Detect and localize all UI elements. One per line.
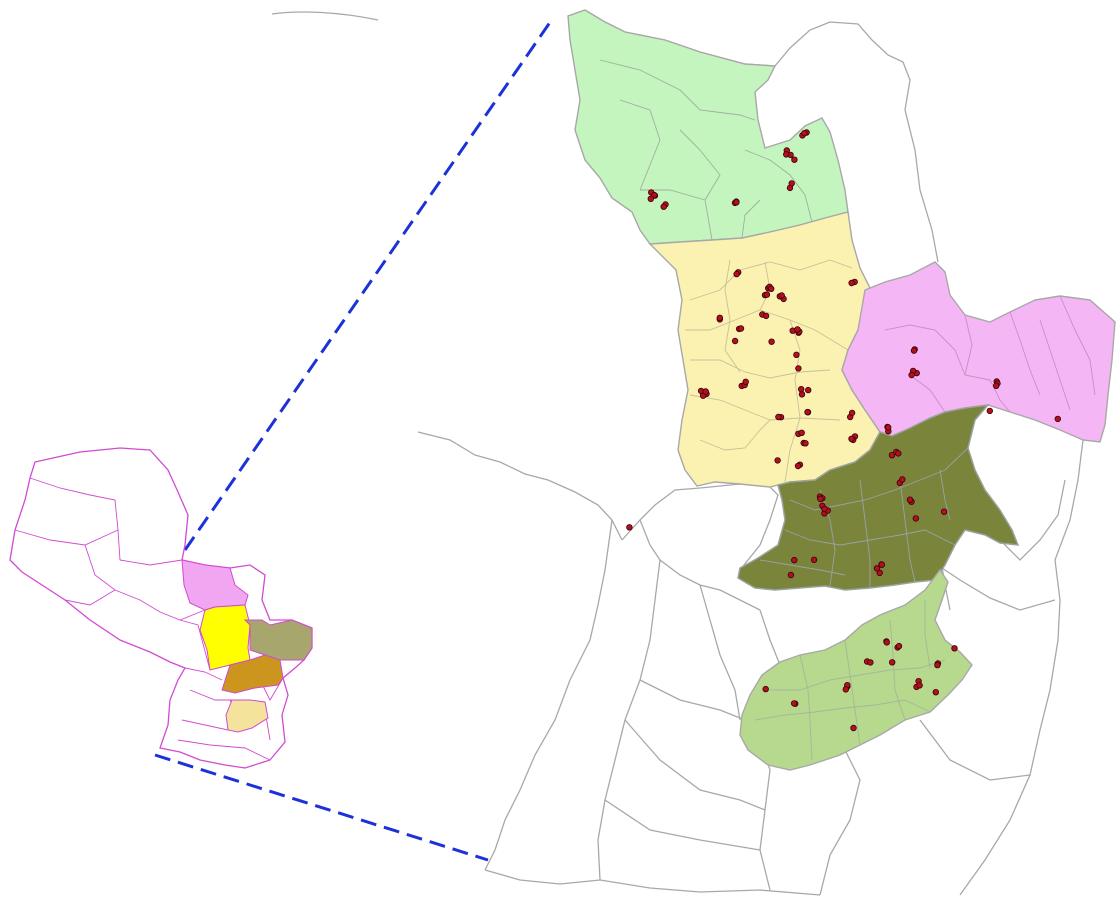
sample-point — [798, 391, 806, 398]
sample-point — [895, 642, 903, 650]
region-south-green — [739, 568, 973, 771]
sample-point — [895, 450, 902, 457]
sample-point — [763, 291, 771, 298]
sample-point — [775, 413, 782, 421]
sample-point — [850, 724, 857, 732]
sample-point — [889, 659, 896, 666]
sample-point — [848, 409, 856, 417]
south-lower-lines-6 — [604, 799, 761, 851]
sample-point — [798, 386, 805, 393]
bottom-edge — [484, 869, 821, 896]
sample-point — [647, 195, 654, 202]
zoom-indicator-lines — [154, 17, 555, 862]
region-pink — [841, 261, 1116, 443]
sample-point — [793, 351, 800, 358]
sample-point — [626, 524, 633, 531]
sample-point — [883, 639, 890, 646]
south-east-lines — [929, 559, 1056, 611]
sample-point — [810, 556, 818, 563]
region-north-green — [567, 9, 849, 245]
sample-point — [768, 338, 775, 345]
sample-point — [778, 292, 785, 299]
south-lower-lines-5 — [624, 719, 766, 811]
main-map — [271, 9, 1116, 896]
sample-point — [798, 429, 805, 436]
sample-point — [795, 365, 802, 372]
sample-point — [804, 408, 811, 416]
sample-point — [940, 508, 948, 515]
south-central-lines — [597, 559, 661, 881]
south-lower-lines-3 — [919, 719, 1031, 781]
west-region-outline — [417, 431, 623, 541]
inset-region-light-yellow — [225, 699, 269, 733]
top-left-border-fragment — [271, 11, 379, 21]
sample-point — [805, 386, 812, 394]
sample-point — [885, 424, 892, 431]
outer-border-southeast — [959, 439, 1084, 896]
sample-point — [794, 462, 802, 470]
sample-point — [783, 151, 790, 158]
south-district-b — [759, 609, 781, 666]
sample-point — [794, 326, 801, 333]
sample-point — [1054, 415, 1061, 423]
zoom-line-top — [183, 17, 555, 551]
sample-point — [716, 314, 723, 321]
sample-point — [842, 686, 849, 693]
sample-point — [768, 285, 775, 292]
sample-point — [774, 457, 781, 464]
sample-point — [733, 199, 740, 206]
sample-point — [888, 452, 896, 459]
sample-point — [801, 129, 808, 137]
sample-point — [934, 661, 941, 669]
sample-point — [876, 569, 883, 577]
sample-point — [848, 435, 855, 442]
sample-point — [791, 156, 798, 163]
sample-point — [932, 689, 939, 696]
sample-point — [912, 515, 919, 522]
sample-point — [910, 347, 918, 354]
sample-point — [906, 496, 914, 503]
south-district-a — [699, 584, 741, 721]
sample-point — [702, 388, 709, 395]
sample-point — [791, 556, 798, 564]
inset-region-sage — [243, 619, 313, 661]
sample-point — [790, 700, 798, 707]
region-yellow — [648, 211, 881, 488]
sample-point — [817, 495, 824, 503]
sample-point — [873, 565, 881, 572]
sample-point — [731, 337, 739, 345]
sample-point — [742, 378, 749, 385]
sample-point — [802, 440, 809, 447]
sample-point — [908, 371, 915, 379]
sample-point — [899, 476, 906, 483]
central-west-district — [621, 483, 779, 571]
sample-point — [878, 561, 885, 568]
region-olive — [737, 404, 1020, 591]
sample-point — [993, 382, 1000, 389]
sample-point — [660, 203, 667, 210]
inset-region-brown — [221, 654, 284, 694]
south-lower-lines-2 — [819, 739, 861, 896]
sample-point — [986, 407, 993, 415]
sample-points — [626, 129, 1061, 732]
zoom-line-bottom — [154, 753, 489, 862]
southwest-district — [639, 519, 761, 611]
sample-point — [788, 180, 795, 187]
sample-point — [787, 571, 795, 579]
sample-point — [848, 279, 855, 287]
sample-point — [733, 270, 740, 278]
sample-point — [951, 645, 958, 652]
east-district-lines — [999, 479, 1066, 561]
sample-point — [821, 505, 828, 513]
west-long-boundary — [484, 519, 613, 871]
south-lower-lines-4 — [639, 679, 746, 721]
inset-locator-map — [9, 447, 313, 769]
sample-point — [916, 682, 923, 689]
sample-point — [867, 659, 874, 666]
sample-point — [762, 312, 770, 320]
sample-point — [762, 685, 769, 693]
sample-point — [737, 325, 745, 332]
